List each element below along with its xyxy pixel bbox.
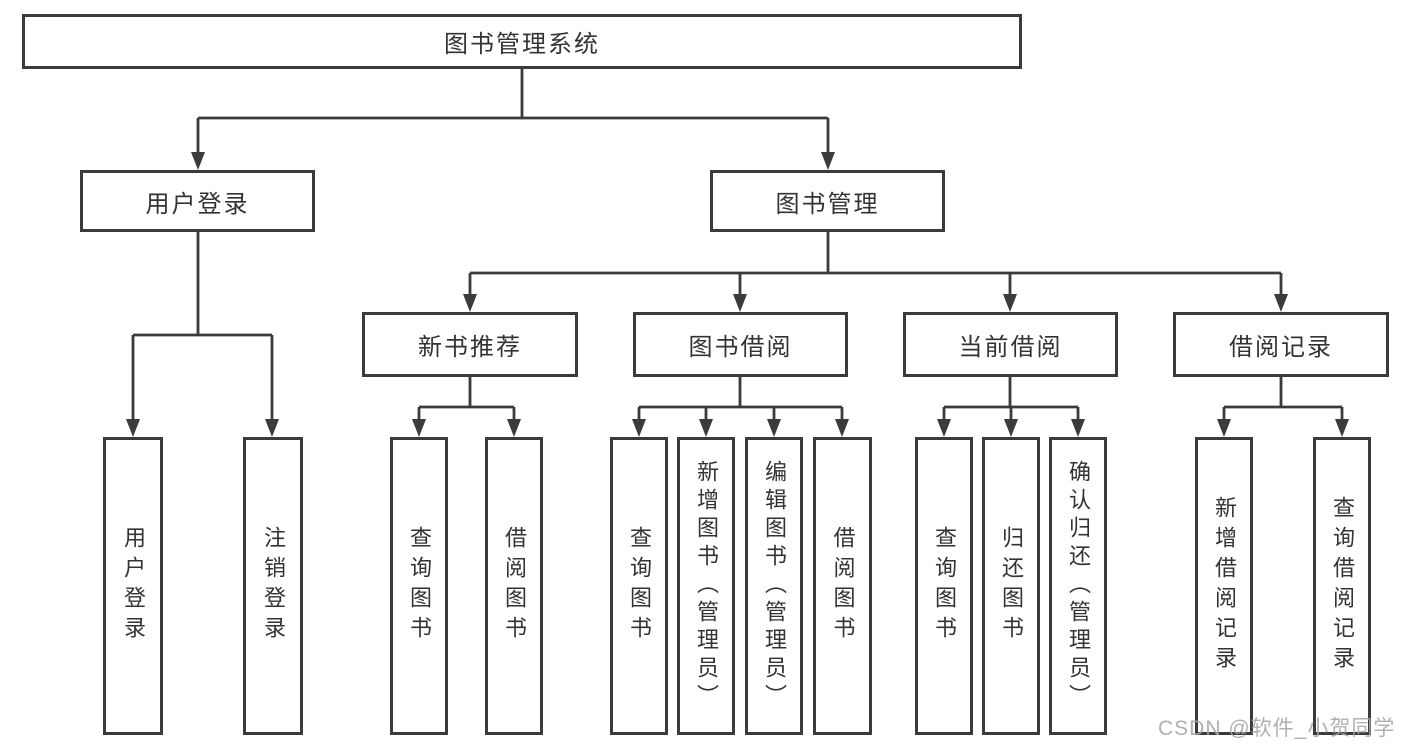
node-label: 新增图书（管理员） [694,460,719,712]
node-label: 借阅记录 [1229,334,1333,361]
node-label: 确认归还（管理员） [1066,460,1091,712]
node-label: 新书推荐 [418,334,522,361]
leaf-return-books: 归还图书 [982,437,1040,735]
node-label: 借阅图书 [830,526,856,646]
leaf-recommend-query-books: 查询图书 [390,437,448,735]
node-label: 新增借阅记录 [1212,496,1237,676]
node-label: 查询图书 [407,526,432,646]
node-label: 图书管理 [775,190,880,218]
node-label: 用户登录 [145,190,250,218]
node-current-borrow: 当前借阅 [903,312,1118,377]
node-label: 查询图书 [627,526,652,646]
node-label: 归还图书 [999,526,1024,646]
node-label: 查询借阅记录 [1330,496,1355,676]
leaf-borrow-query-books: 查询图书 [610,437,668,735]
csdn-watermark: CSDN @软件_小贺同学 [1158,717,1396,740]
node-root-library-system: 图书管理系统 [22,14,1022,69]
node-book-borrow: 图书借阅 [633,312,848,377]
node-borrow-records: 借阅记录 [1173,312,1389,377]
leaf-add-books-admin: 新增图书（管理员） [677,437,735,735]
leaf-query-borrow-record: 查询借阅记录 [1313,437,1371,735]
leaf-user-login: 用户登录 [103,437,163,735]
node-label: 当前借阅 [958,334,1063,361]
node-new-book-recommend: 新书推荐 [362,312,578,377]
node-label: 查询图书 [932,526,957,646]
leaf-current-query-books: 查询图书 [915,437,973,735]
node-label: 图书借阅 [688,334,793,361]
leaf-recommend-borrow-books: 借阅图书 [485,437,543,735]
leaf-confirm-return-admin: 确认归还（管理员） [1049,437,1107,735]
leaf-logout: 注销登录 [243,437,303,735]
node-label: 借阅图书 [502,526,527,646]
node-user-login: 用户登录 [80,170,315,232]
leaf-edit-books-admin: 编辑图书（管理员） [745,437,803,735]
node-label: 用户登录 [121,526,146,646]
leaf-borrow-books: 借阅图书 [813,437,872,735]
node-label: 编辑图书（管理员） [762,460,787,712]
node-label: 注销登录 [261,526,286,646]
node-book-management: 图书管理 [710,170,945,232]
leaf-add-borrow-record: 新增借阅记录 [1195,437,1253,735]
node-label: 图书管理系统 [444,31,600,58]
arrowheads [126,152,1349,437]
